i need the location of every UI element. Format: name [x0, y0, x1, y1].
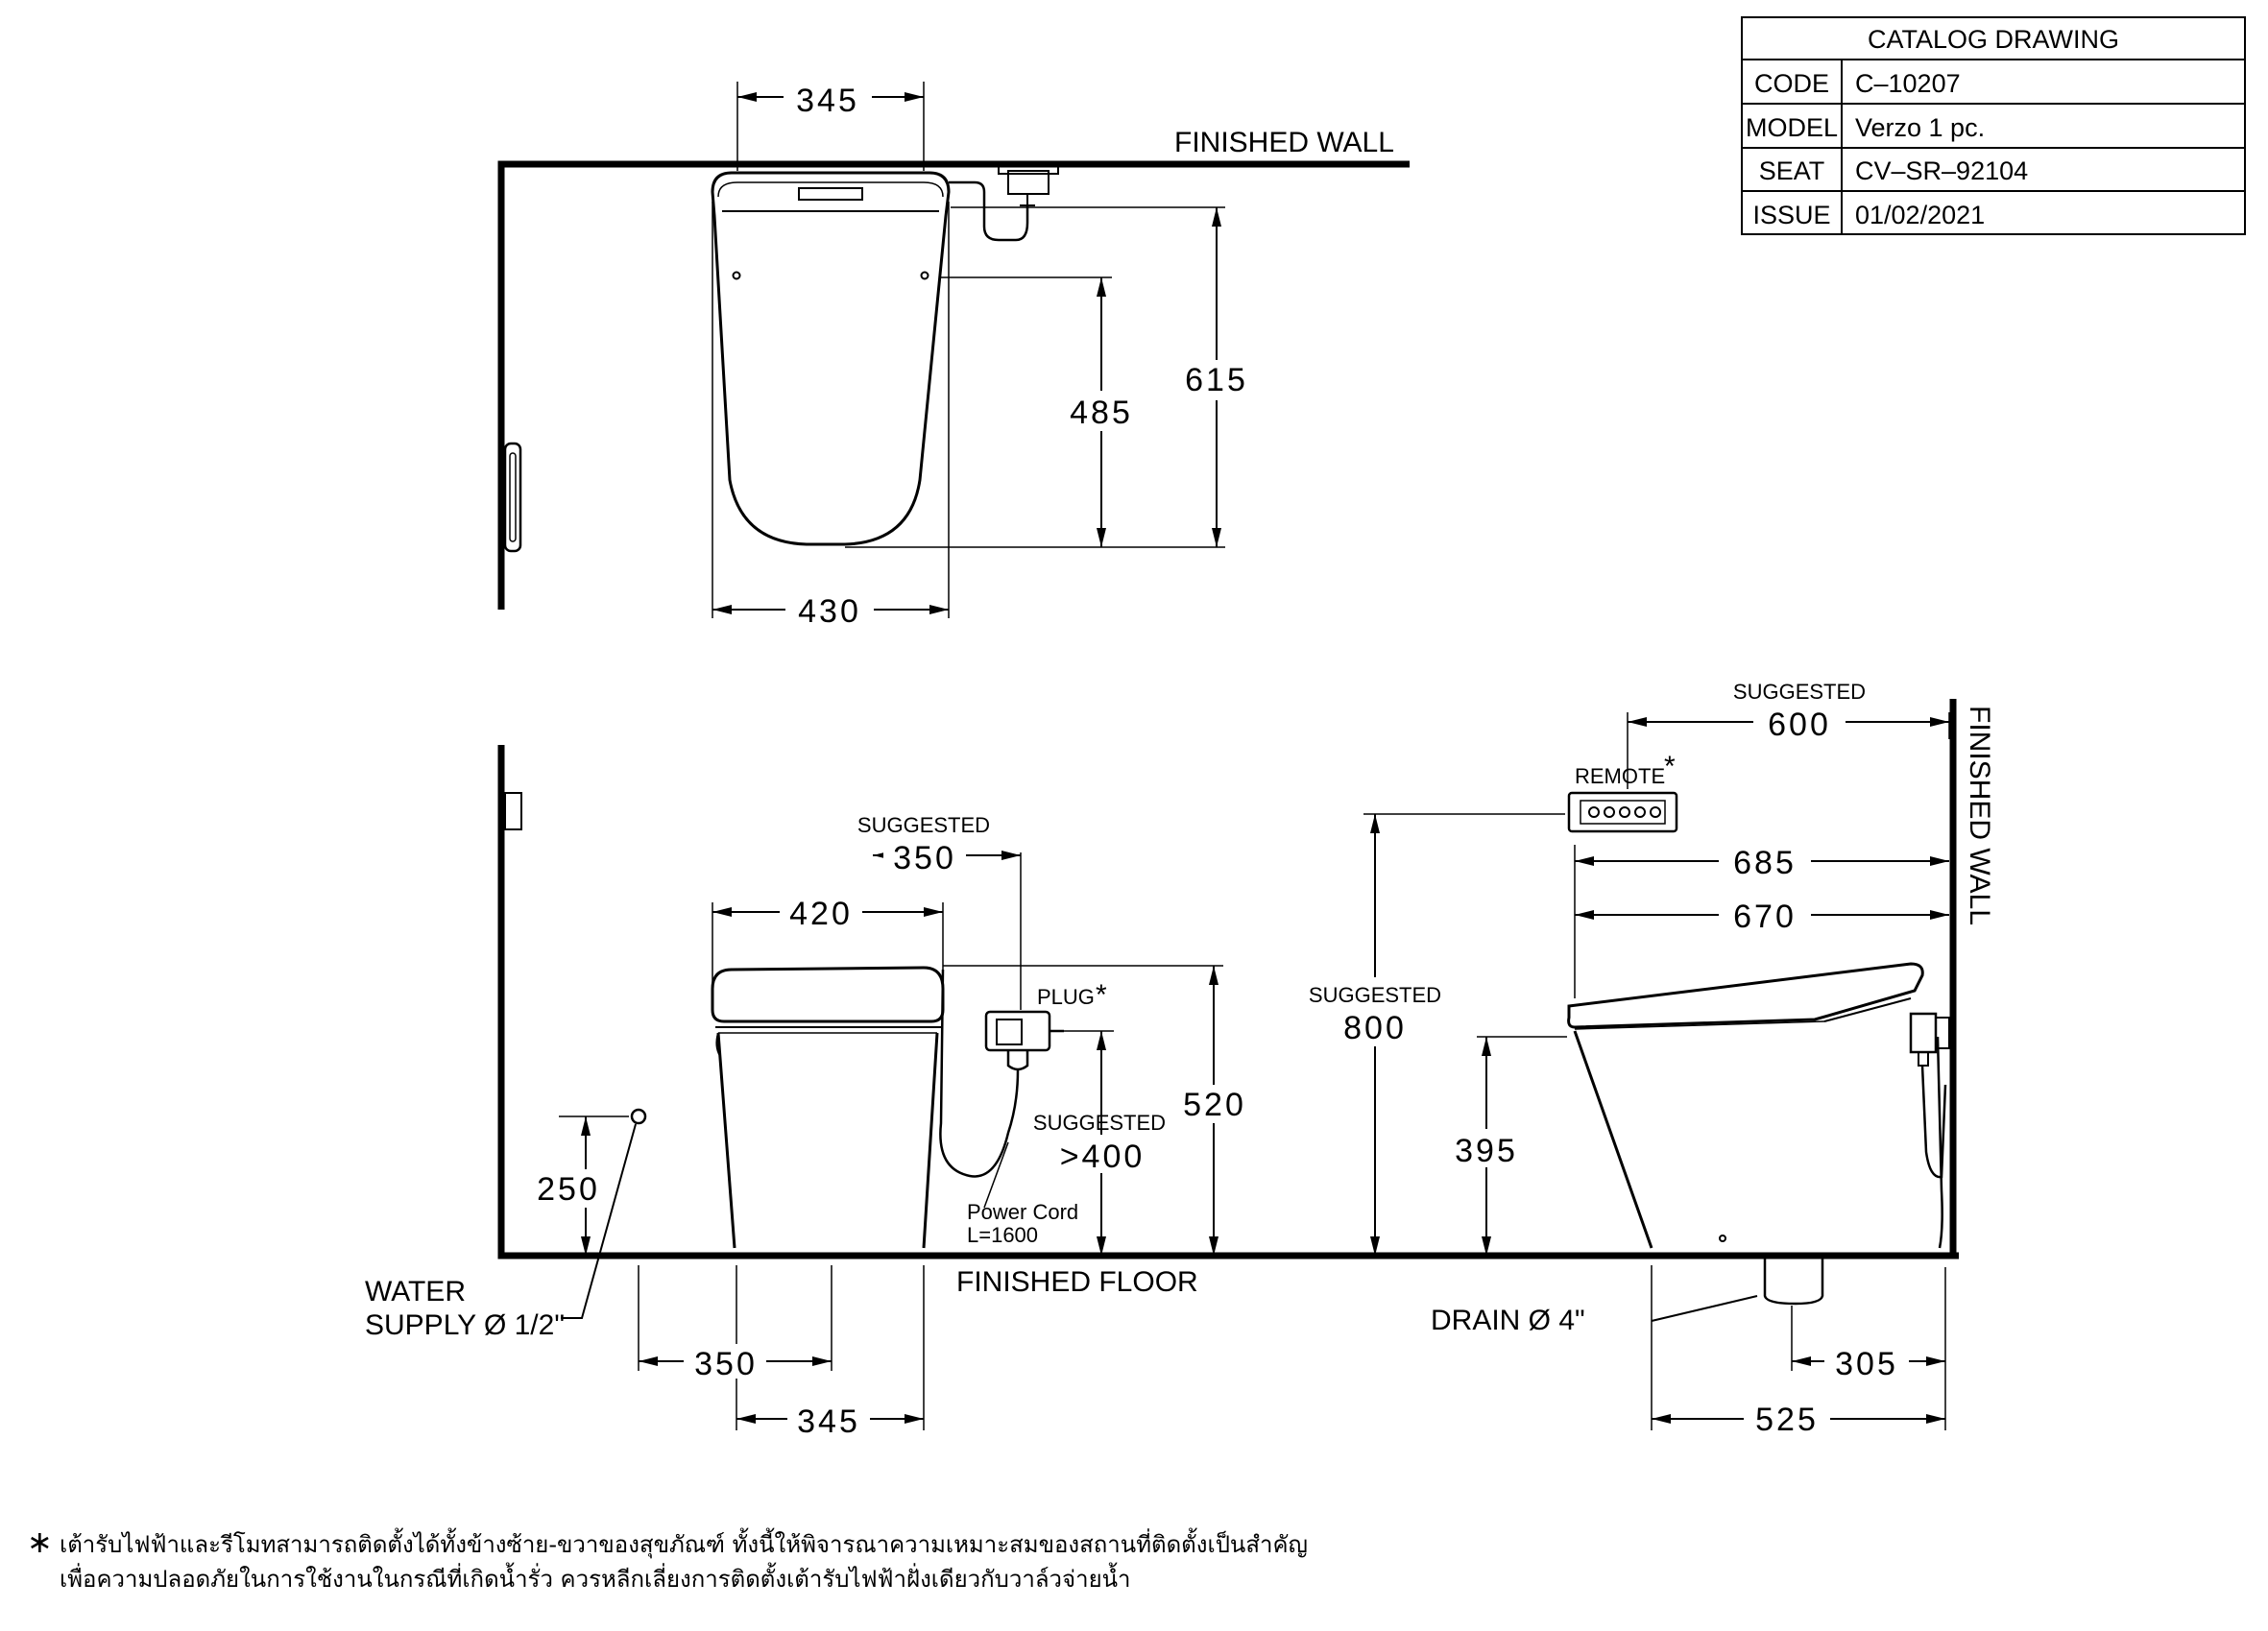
- front-suggested-label-2: SUGGESTED: [1033, 1111, 1166, 1135]
- footnote-line-2: เพื่อความปลอดภัยในการใช้งานในกรณีที่เกิด…: [60, 1566, 1131, 1593]
- front-plug-label: PLUG: [1037, 985, 1095, 1009]
- front-dim-height: 520: [1183, 1087, 1246, 1123]
- side-wall-label: FINISHED WALL: [1964, 706, 1995, 925]
- side-dim-seat-length: 670: [1733, 899, 1797, 935]
- plan-wall-label: FINISHED WALL: [1174, 127, 1394, 158]
- front-water-supply-line1: WATER: [365, 1276, 466, 1307]
- title-block-model-key: MODEL: [1746, 113, 1838, 142]
- title-block-model-value: Verzo 1 pc.: [1855, 113, 1985, 142]
- footnote: ∗ เต้ารับไฟฟ้าและรีโมทสามารถติดตั้งได้ทั้…: [27, 1524, 1308, 1596]
- front-dim-plug-offset: 350: [893, 840, 956, 876]
- title-block: [1741, 16, 2246, 235]
- side-dim-drain-offset: 305: [1835, 1346, 1898, 1382]
- plan-view: [497, 82, 1410, 618]
- front-dim-water-height: 250: [537, 1171, 600, 1208]
- footnote-asterisk: ∗: [27, 1523, 53, 1560]
- front-dim-plug-height: >400: [1060, 1139, 1146, 1175]
- side-remote-label: REMOTE: [1575, 764, 1665, 788]
- side-dim-base-length: 525: [1755, 1402, 1819, 1438]
- side-dim-total-length: 685: [1733, 845, 1797, 881]
- side-suggested-label-remote: SUGGESTED: [1733, 680, 1866, 704]
- side-suggested-label-height: SUGGESTED: [1309, 983, 1441, 1007]
- front-power-cord-label: Power Cord: [967, 1200, 1078, 1224]
- title-block-seat-key: SEAT: [1759, 156, 1825, 185]
- title-block-issue-value: 01/02/2021: [1855, 201, 1985, 229]
- title-block-issue-key: ISSUE: [1752, 201, 1830, 229]
- front-suggested-label-1: SUGGESTED: [857, 813, 990, 837]
- plan-dim-bottom-width: 430: [798, 593, 861, 630]
- title-block-heading: CATALOG DRAWING: [1868, 25, 2119, 54]
- plan-dim-inner-depth: 485: [1070, 395, 1133, 431]
- front-plug-asterisk: *: [1096, 979, 1107, 1011]
- front-dim-seat-width: 420: [789, 896, 853, 932]
- side-dim-seat-height: 395: [1455, 1133, 1518, 1169]
- plan-dim-top-width: 345: [796, 83, 859, 119]
- front-view: [497, 745, 1959, 1430]
- title-block-seat-value: CV–SR–92104: [1855, 156, 2028, 185]
- front-dim-base-width: 345: [797, 1403, 860, 1440]
- front-water-supply-line2: SUPPLY Ø 1/2": [365, 1309, 565, 1341]
- front-power-cord-length: L=1600: [967, 1223, 1038, 1247]
- footnote-line-1: เต้ารับไฟฟ้าและรีโมทสามารถติดตั้งได้ทั้ง…: [60, 1531, 1308, 1558]
- side-remote-asterisk: *: [1664, 751, 1676, 782]
- side-dim-remote-height: 800: [1343, 1010, 1407, 1046]
- side-drain-label: DRAIN Ø 4": [1431, 1305, 1585, 1336]
- title-block-code-key: CODE: [1754, 69, 1829, 98]
- side-dim-remote-distance: 600: [1768, 707, 1831, 743]
- front-dim-water-offset: 350: [694, 1346, 758, 1382]
- title-block-code-value: C–10207: [1855, 69, 1961, 98]
- front-floor-label: FINISHED FLOOR: [956, 1266, 1198, 1298]
- plan-dim-total-depth: 615: [1185, 362, 1248, 398]
